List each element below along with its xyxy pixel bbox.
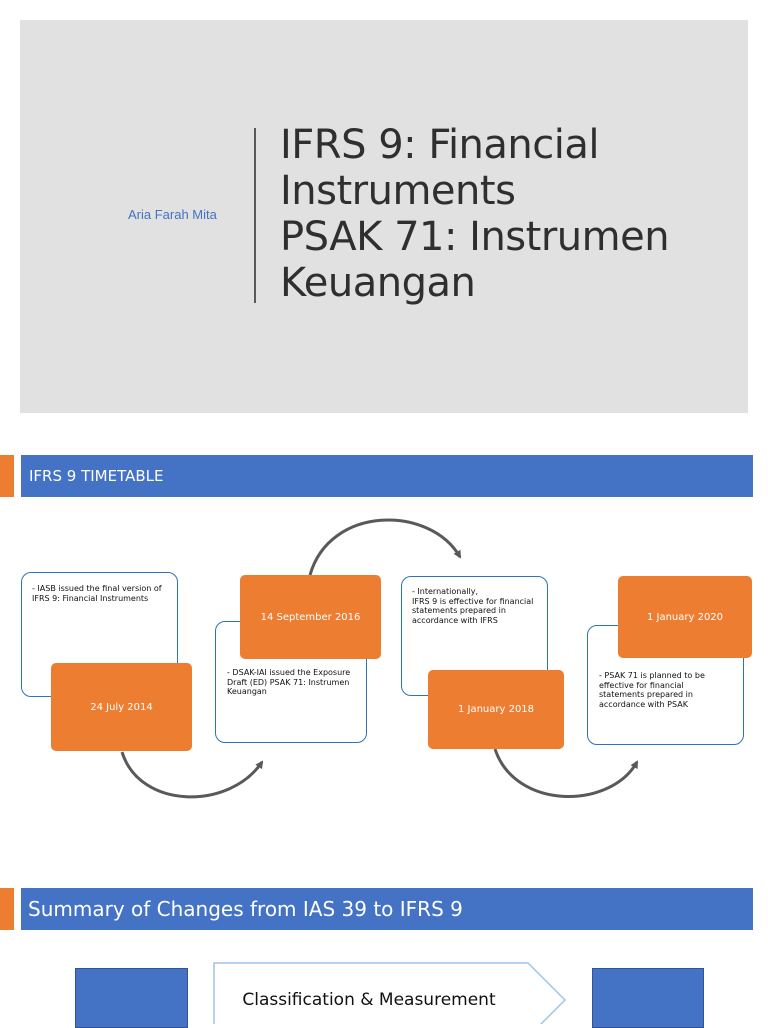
event-date: 1 January 2018 xyxy=(428,670,564,749)
event-text-line: - IASB issued the final version of xyxy=(32,584,162,593)
event-text-line: IFRS 9 is effective for financial xyxy=(412,596,534,606)
title-line: IFRS 9: Financial xyxy=(280,122,600,168)
summary-block-right xyxy=(592,968,704,1028)
section-accent xyxy=(0,455,14,497)
event-text-line: accordance with PSAK xyxy=(599,699,688,709)
title-slide: Aria Farah Mita IFRS 9: Financial Instru… xyxy=(20,20,748,413)
event-description: - IASB issued the final version of IFRS … xyxy=(32,584,172,603)
title-line: Keuangan xyxy=(280,260,476,306)
title-line: PSAK 71: Instrumen xyxy=(280,214,670,260)
event-text-line: Keuangan xyxy=(227,687,267,696)
event-description: - DSAK-IAI issued the Exposure Draft (ED… xyxy=(227,668,365,697)
event-description: - PSAK 71 is planned to be effective for… xyxy=(599,671,741,709)
event-text-line: statements prepared in xyxy=(412,606,506,615)
event-text-line: - PSAK 71 is planned to be xyxy=(599,671,705,680)
event-text-line: Draft (ED) PSAK 71: Instrumen xyxy=(227,677,350,687)
timetable-banner: IFRS 9 TIMETABLE xyxy=(21,455,753,497)
event-date: 1 January 2020 xyxy=(618,576,752,658)
event-text-line: - Internationally, xyxy=(412,587,478,596)
event-text-line: effective for financial xyxy=(599,680,684,690)
summary-block-left xyxy=(75,968,188,1028)
arrow-curve-3 xyxy=(493,748,639,799)
slide-title: IFRS 9: Financial Instruments PSAK 71: I… xyxy=(280,122,720,306)
section-accent xyxy=(0,888,14,930)
title-divider xyxy=(254,128,256,303)
event-date: 14 September 2016 xyxy=(240,575,381,659)
summary-banner: Summary of Changes from IAS 39 to IFRS 9 xyxy=(21,888,753,930)
arrow-curve-2 xyxy=(308,518,462,576)
timetable-title: IFRS 9 TIMETABLE xyxy=(29,467,164,485)
summary-title: Summary of Changes from IAS 39 to IFRS 9 xyxy=(28,897,463,921)
chevron-label: Classification & Measurement xyxy=(242,990,496,1010)
arrow-curve-1 xyxy=(120,751,264,799)
title-line: Instruments xyxy=(280,168,516,214)
event-text-line: IFRS 9: Financial Instruments xyxy=(32,593,149,603)
event-date: 24 July 2014 xyxy=(51,663,192,751)
event-text-line: statements prepared in xyxy=(599,690,693,699)
author-name: Aria Farah Mita xyxy=(128,207,217,222)
event-text-line: accordance with IFRS xyxy=(412,615,498,625)
event-text-line: - DSAK-IAI issued the Exposure xyxy=(227,668,351,677)
event-description: - Internationally, IFRS 9 is effective f… xyxy=(412,587,546,625)
